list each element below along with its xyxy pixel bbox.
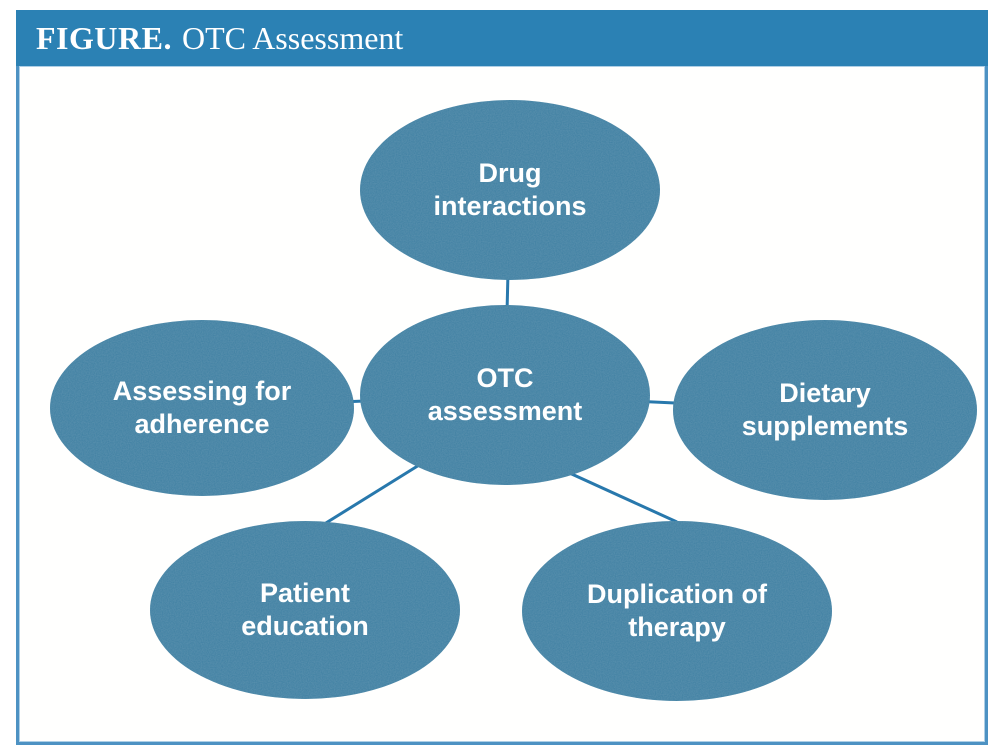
otc-diagram-canvas [50,100,977,701]
figure-label: FIGURE. [36,19,172,56]
figure-body: Drug interactions Dietary supplements Du… [16,66,988,745]
figure-otc-assessment: FIGURE. OTC Assessment [16,10,988,745]
figure-title: OTC Assessment [181,19,404,56]
ellipse-grain-overlay [50,100,977,701]
figure-header: FIGURE. OTC Assessment [16,10,988,66]
